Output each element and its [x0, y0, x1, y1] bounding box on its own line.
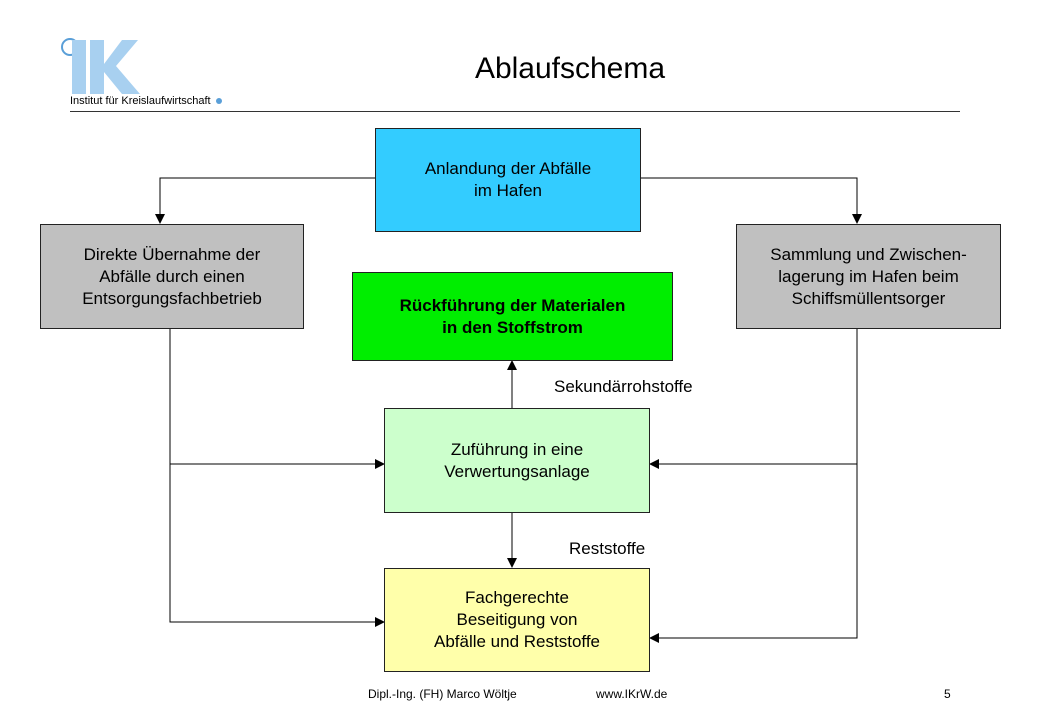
label-sekundaerrohstoffe: Sekundärrohstoffe: [554, 377, 693, 396]
logo-k-shape: [90, 40, 140, 94]
box-direkte-text: Direkte Übernahme der Abfälle durch eine…: [82, 244, 262, 308]
footer-page-number: 5: [944, 687, 951, 701]
box-sammlung-text: Sammlung und Zwischen- lagerung im Hafen…: [770, 244, 967, 308]
footer-author: Dipl.-Ing. (FH) Marco Wöltje: [368, 687, 517, 701]
box-sammlung: Sammlung und Zwischen- lagerung im Hafen…: [736, 224, 1001, 329]
box-direkte-uebernahme: Direkte Übernahme der Abfälle durch eine…: [40, 224, 304, 329]
page-title: Ablaufschema: [474, 52, 666, 85]
box-beseitigung: Fachgerechte Beseitigung von Abfälle und…: [384, 568, 650, 672]
box-rueckfuehrung-text: Rückführung der Materialen in den Stoffs…: [399, 295, 626, 337]
box-zufuehrung-text: Zuführung in eine Verwertungsanlage: [444, 439, 590, 481]
arrow-anlandung-to-sammlung: [641, 177, 862, 224]
footer-url: www.IKrW.de: [596, 687, 668, 701]
box-zufuehrung: Zuführung in eine Verwertungsanlage: [384, 408, 650, 513]
box-anlandung: Anlandung der Abfälle im Hafen: [375, 128, 641, 232]
box-rueckfuehrung: Rückführung der Materialen in den Stoffs…: [352, 272, 673, 361]
box-beseitigung-text: Fachgerechte Beseitigung von Abfälle und…: [433, 588, 600, 651]
header-divider: [70, 111, 960, 112]
logo-text: Institut für Kreislaufwirtschaft: [70, 95, 222, 107]
arrow-anlandung-to-direkte: [155, 177, 375, 224]
logo-dot-icon: [215, 98, 222, 104]
arrow-direkte-to-beseitigung: [169, 464, 385, 627]
label-reststoffe: Reststoffe: [569, 539, 646, 558]
logo-i-bar: [72, 40, 86, 94]
box-anlandung-text: Anlandung der Abfälle im Hafen: [424, 159, 592, 200]
ikrw-logo: [61, 38, 140, 94]
arrow-sammlung-to-beseitigung: [649, 464, 858, 643]
